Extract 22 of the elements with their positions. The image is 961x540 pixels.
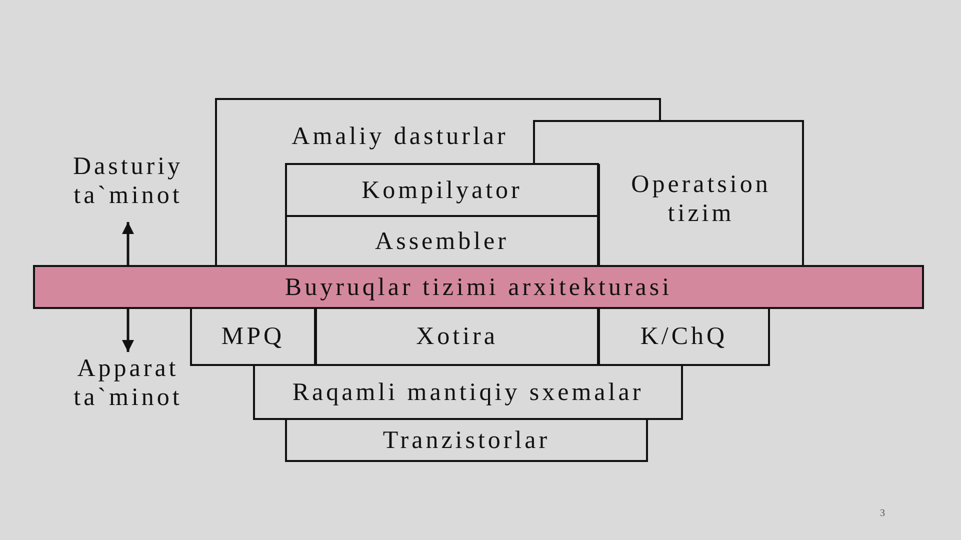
layer-label: MPQ bbox=[221, 322, 285, 351]
page-number: 3 bbox=[880, 508, 885, 519]
side-label: Apparat ta`minot bbox=[58, 352, 198, 416]
layer-box bbox=[190, 307, 316, 366]
layer-band bbox=[33, 265, 924, 309]
layer-label: Tranzistorlar bbox=[382, 426, 550, 454]
layer-label: Xotira bbox=[416, 322, 498, 351]
layer-box bbox=[253, 364, 683, 420]
layer-box bbox=[315, 307, 599, 366]
layer-label: K/ChQ bbox=[640, 322, 728, 351]
layer-box bbox=[598, 120, 804, 267]
layer-box bbox=[285, 418, 648, 462]
layer-label: Assembler bbox=[375, 226, 509, 256]
layer-label: Kompilyator bbox=[362, 176, 522, 204]
arrow bbox=[122, 309, 134, 352]
arrow bbox=[122, 222, 134, 265]
layer-label: Raqamli mantiqiy sxemalar bbox=[292, 378, 644, 406]
layer-label: Amaliy dasturlar bbox=[292, 122, 508, 151]
layer-box bbox=[598, 307, 770, 366]
layer-label: Buyruqlar tizimi arxitekturasi bbox=[284, 272, 672, 302]
side-label: Dasturiy ta`minot bbox=[58, 150, 198, 222]
layer-label: Operatsion tizim bbox=[630, 170, 772, 228]
